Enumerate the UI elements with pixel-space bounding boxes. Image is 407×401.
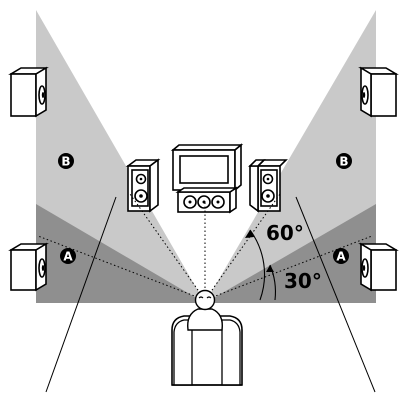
zone-badge-label: A — [336, 250, 346, 264]
zone-badge-label: B — [339, 155, 348, 169]
center-speaker-icon — [175, 186, 239, 214]
zone-badge-b-left: B — [58, 153, 74, 169]
zone-badge-b-right: B — [336, 153, 352, 169]
side-speaker-icon — [8, 242, 49, 292]
side-speaker-icon — [358, 66, 399, 118]
leader-line-right — [295, 196, 376, 393]
front-speaker-icon — [125, 158, 161, 213]
side-speaker-icon — [8, 66, 49, 118]
angle-label-30: 30° — [284, 269, 322, 293]
listener-icon — [187, 289, 223, 331]
zone-badge-a-left: A — [60, 248, 76, 264]
zone-badge-label: B — [61, 155, 70, 169]
zone-badge-a-right: A — [333, 248, 349, 264]
armchair-icon — [171, 315, 243, 386]
tv-icon — [170, 143, 244, 192]
reference-lines — [37, 193, 373, 301]
front-speaker-icon — [248, 159, 288, 213]
side-speaker-icon — [358, 242, 399, 292]
zone-a-right — [205, 204, 376, 303]
angle-label-60: 60° — [266, 221, 304, 245]
zone-badge-label: A — [63, 250, 73, 264]
leader-line-left — [45, 196, 117, 393]
zone-a-left — [36, 204, 205, 303]
angle-arc-60 — [245, 229, 266, 301]
angle-arc-30 — [266, 264, 276, 301]
